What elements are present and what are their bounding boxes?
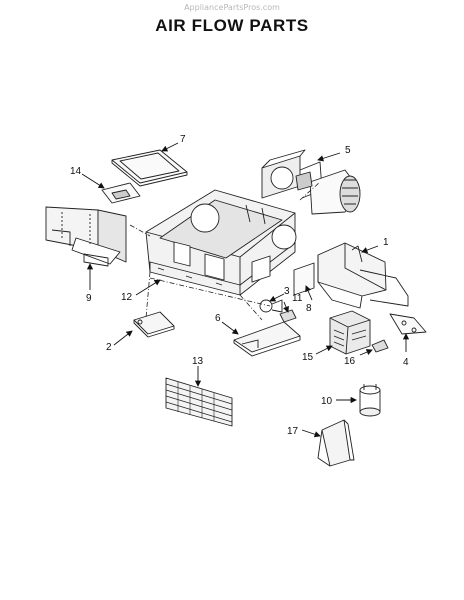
callout-label-15: 15 — [302, 352, 314, 363]
air-channel-part — [317, 419, 355, 467]
assembly-guide-lines — [129, 181, 321, 321]
callout-label-1: 1 — [383, 237, 389, 248]
callout-label-9: 9 — [86, 293, 92, 304]
callout-label-4: 4 — [403, 357, 409, 368]
transformer-part — [329, 310, 371, 355]
callout-label-2: 2 — [106, 342, 112, 353]
lamp-bulb-part — [259, 299, 283, 313]
callout-label-3: 3 — [284, 286, 290, 297]
cover-plate-part — [133, 311, 175, 338]
capacitor-part — [359, 384, 381, 417]
page-title: AIR FLOW PARTS — [155, 16, 309, 35]
air-guide-plate-part — [293, 262, 315, 296]
thermal-switch-part — [371, 339, 389, 353]
callout-label-8: 8 — [306, 303, 312, 314]
air-duct-part — [317, 242, 409, 309]
vent-panel-part — [45, 206, 127, 267]
vent-grille-part — [165, 377, 233, 427]
callout-label-12: 12 — [121, 292, 133, 303]
callout-label-11: 11 — [292, 293, 303, 304]
charcoal-filter-part — [101, 182, 141, 204]
callout-label-17: 17 — [287, 426, 299, 437]
callout-label-14: 14 — [70, 166, 82, 177]
callout-label-13: 13 — [192, 356, 204, 367]
watermark-text: AppliancePartsPros.com — [184, 3, 280, 12]
callout-label-10: 10 — [321, 396, 333, 407]
callout-label-16: 16 — [344, 356, 356, 367]
callout-labels: 1 2 3 4 5 6 7 8 9 10 11 12 13 14 15 16 1… — [70, 134, 409, 437]
callout-label-6: 6 — [215, 313, 221, 324]
blower-motor-part — [261, 149, 361, 215]
damper-plate-part — [233, 321, 301, 357]
callout-label-7: 7 — [180, 134, 186, 145]
filter-frame-part — [111, 149, 188, 187]
mounting-bracket-part — [389, 313, 427, 335]
airflow-housing-part — [145, 189, 297, 296]
callout-label-5: 5 — [345, 145, 351, 156]
